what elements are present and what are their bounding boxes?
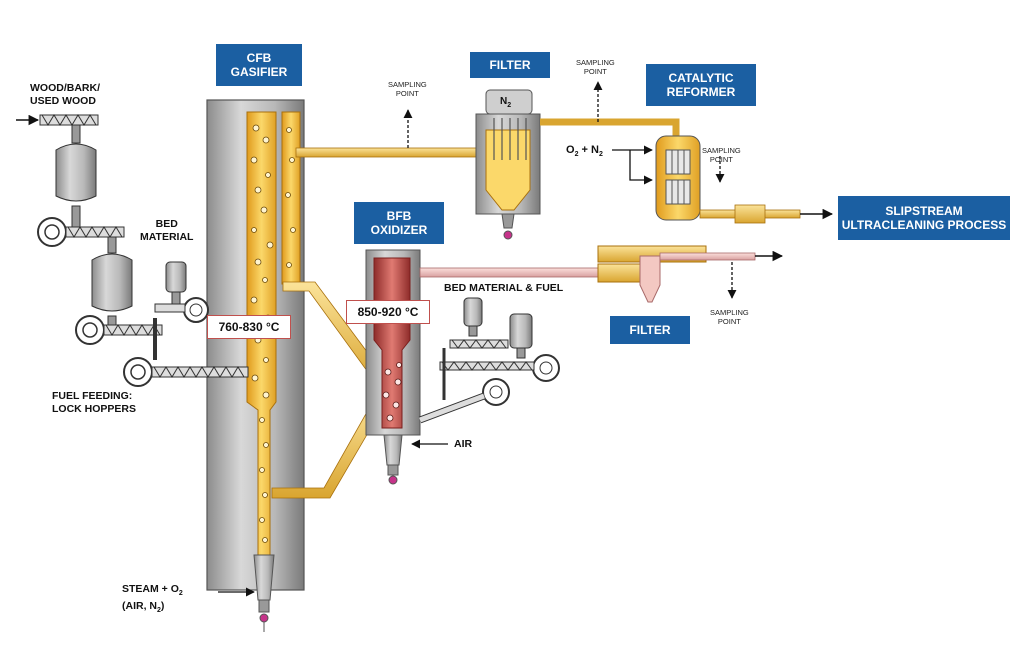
wood-feeder <box>16 114 249 387</box>
filter-bottom-tag: FILTER <box>610 316 690 344</box>
air-label: AIR <box>454 438 473 450</box>
filter-top-tag: FILTER <box>470 52 550 78</box>
wood-label: WOOD/BARK/ USED WOOD <box>30 82 100 107</box>
bed-material-label: BED MATERIAL <box>140 218 194 243</box>
bed-material-fuel-label: BED MATERIAL & FUEL <box>444 282 564 294</box>
oxidizer-temperature: 850-920 °C <box>346 300 430 324</box>
oxidizer-feeders <box>418 297 560 424</box>
gasifier-temperature: 760-830 °C <box>207 315 291 339</box>
bottom-filter <box>597 245 756 303</box>
steam-label: STEAM + O2 (AIR, N2) <box>122 583 183 615</box>
cfb-gasifier <box>206 99 305 632</box>
top-filter <box>475 89 541 240</box>
o2-n2-label: O2 + N2 <box>566 144 603 159</box>
bfb-oxidizer-tag: BFB OXIDIZER <box>354 202 444 244</box>
slipstream-tag: SLIPSTREAM ULTRACLEANING PROCESS <box>838 196 1010 240</box>
n2-label: N2 <box>500 96 512 109</box>
catalytic-reformer <box>655 135 701 221</box>
flow-arrows <box>218 81 737 597</box>
cfb-gasifier-tag: CFB GASIFIER <box>216 44 302 86</box>
oxidizer-bubbles <box>382 362 402 422</box>
fuel-feeding-label: FUEL FEEDING: LOCK HOPPERS <box>52 390 137 415</box>
catalytic-reformer-tag: CATALYTIC REFORMER <box>646 64 756 106</box>
bfb-oxidizer <box>365 249 421 485</box>
